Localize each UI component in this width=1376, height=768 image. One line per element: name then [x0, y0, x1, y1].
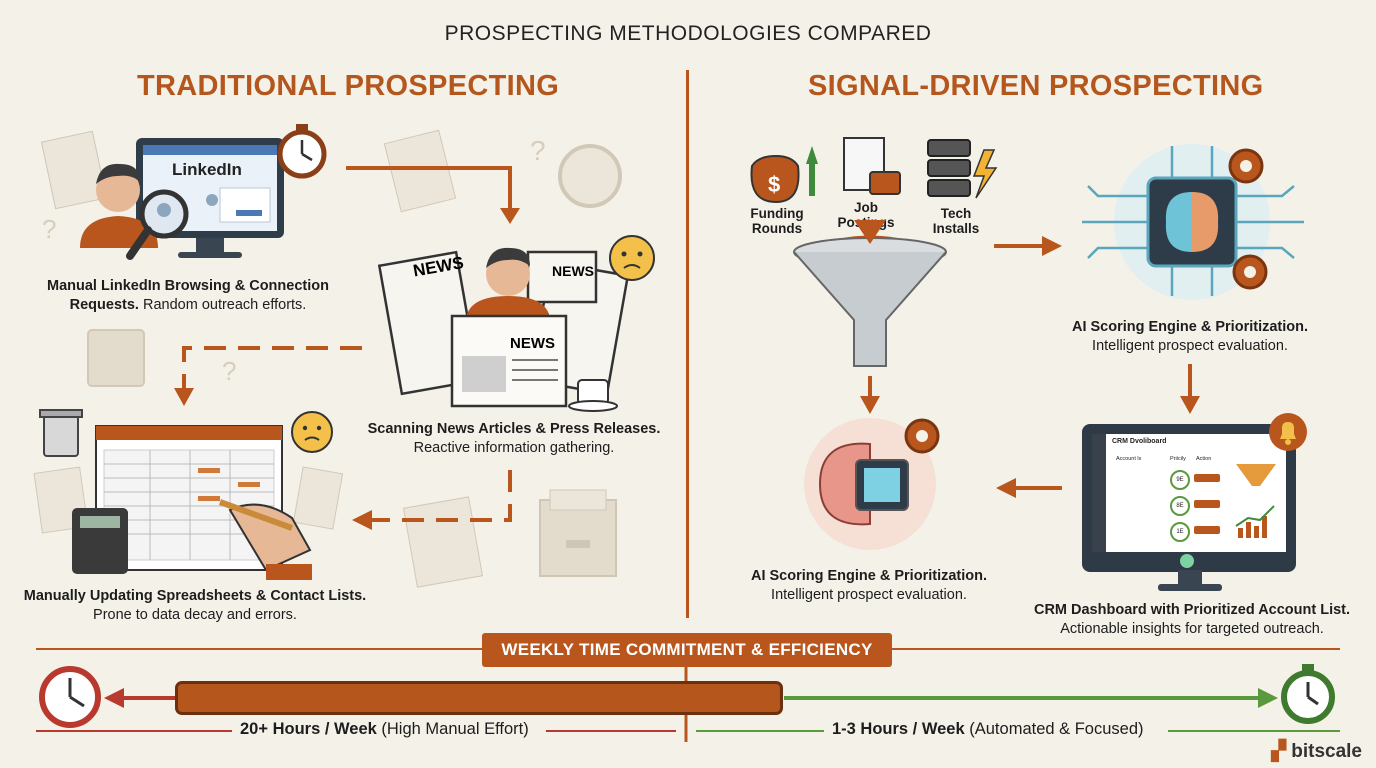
left-timeline-label: 20+ Hours / Week (High Manual Effort): [240, 720, 529, 739]
bitscale-logo: ▞ bitscale: [1271, 740, 1362, 763]
bitscale-mark-icon: ▞: [1271, 741, 1286, 762]
right-timeline-label: 1-3 Hours / Week (Automated & Focused): [832, 720, 1144, 739]
manual-effort-bar: [175, 681, 783, 715]
